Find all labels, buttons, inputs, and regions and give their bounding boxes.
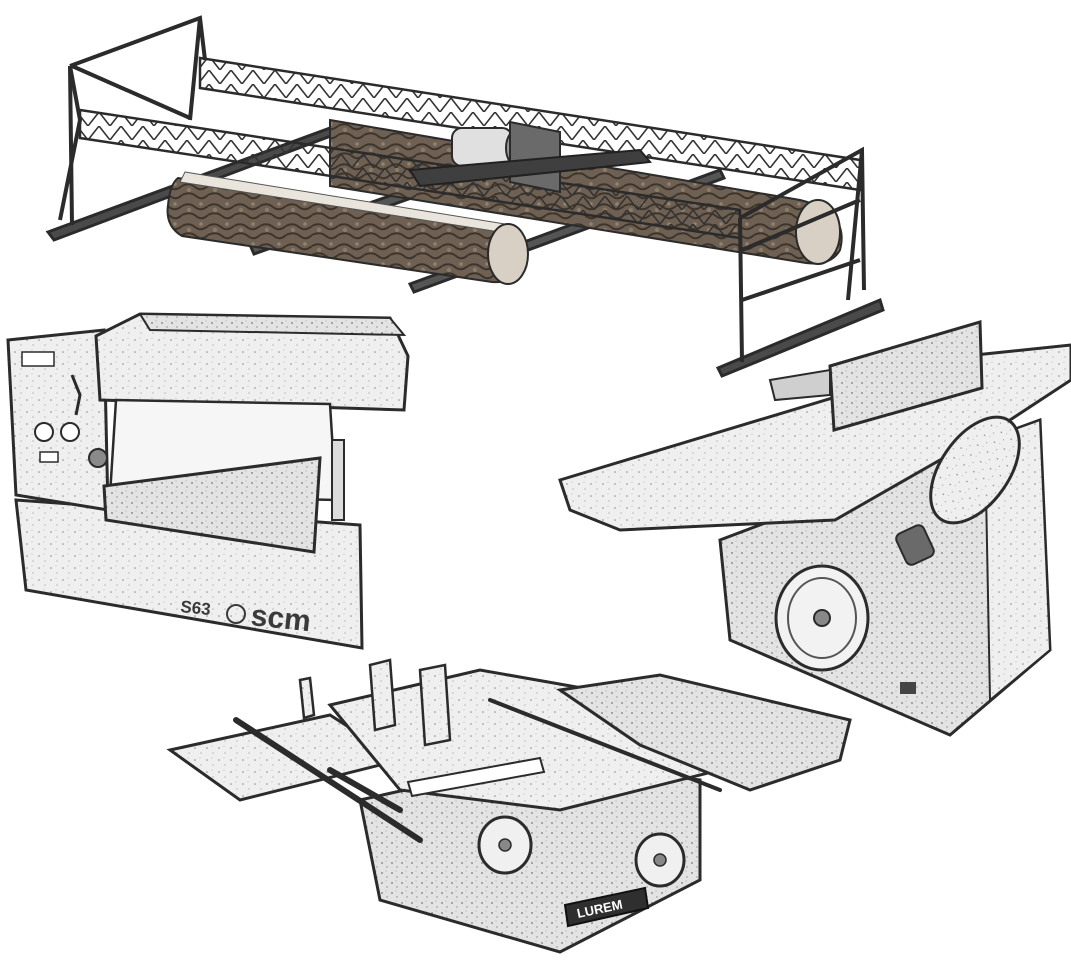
sawmill-illustration [45, 15, 885, 378]
combination-rails [233, 698, 722, 843]
jointer-fence [828, 320, 984, 432]
combination-machine-illustration: LUREM [166, 658, 852, 954]
cutter-guard [929, 415, 1021, 525]
combination-right-table [556, 673, 852, 792]
depth-scale [331, 439, 345, 521]
planer-illustration: S63 scm [6, 312, 410, 650]
brand-logo-icon [226, 604, 246, 624]
planer-table [102, 456, 322, 554]
sawmill-end-frames [58, 15, 866, 363]
sawmill-log-front [166, 171, 529, 285]
dial-icon [34, 422, 54, 442]
lever-icon [70, 374, 82, 416]
emergency-stop-icon [88, 448, 108, 468]
handwheel-icon [774, 564, 870, 672]
planer-brand-label: scm [249, 599, 312, 638]
nameplate [900, 682, 916, 694]
handwheel-icon [477, 815, 533, 875]
jointer-illustration [558, 320, 1071, 737]
combination-brand-plate [563, 886, 650, 928]
planer-display [21, 351, 55, 367]
switch-icon [39, 451, 59, 463]
adjust-knob-icon [895, 524, 935, 566]
planer-model-label: S63 [180, 597, 212, 619]
combination-fences [298, 658, 452, 747]
handwheel-icon [634, 832, 686, 888]
dial-icon [60, 422, 80, 442]
combination-scale [406, 756, 546, 798]
sawmill-saw-head [408, 120, 652, 194]
